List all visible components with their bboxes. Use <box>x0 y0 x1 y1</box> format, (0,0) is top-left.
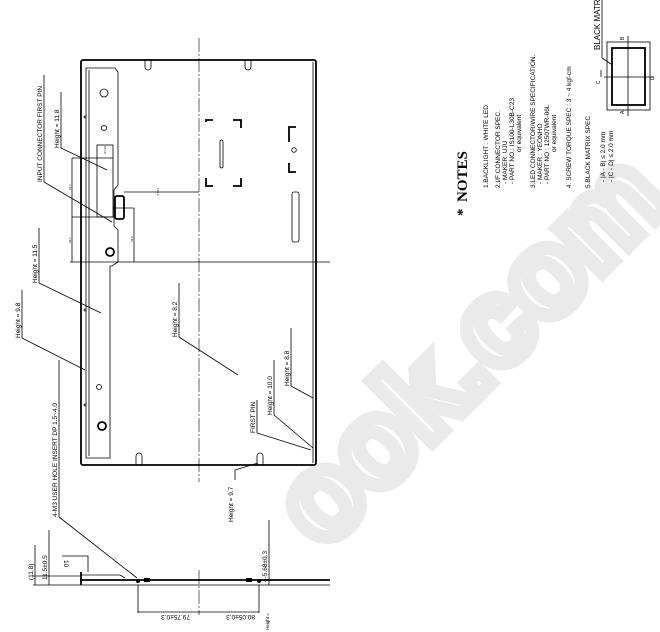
matrix-label-a: A <box>620 110 626 114</box>
height-11-5-label: Height = 11.5 <box>32 244 39 283</box>
panel-outline <box>71 59 317 466</box>
dim-79-75: 79.75±0.3 <box>161 613 190 620</box>
note-line: - MAKER : YEONHO <box>537 123 544 184</box>
height-eq-label: Height = <box>265 613 270 630</box>
user-hole-label: 4-M3 USER HOLE INSERT DP 1.5~4.0 <box>52 403 59 517</box>
note-line: - |A - B| ≤ 2.0 mm <box>600 132 607 182</box>
input-connector-first-pin-label: INPUT CONNECTOR FIRST PIN <box>37 86 44 182</box>
dim-10: 10 <box>62 560 69 568</box>
black-matrix-label: BLACK MATRIX <box>593 0 602 50</box>
note-line: or equivalent <box>516 115 523 152</box>
height-8-8-label: Height = 8.8 <box>284 350 291 386</box>
first-pin-label: FIRST PIN <box>250 401 257 433</box>
note-line: - |C - D| ≤ 2.0 mm <box>608 131 615 182</box>
dim-small-4: 160.2 <box>156 188 160 196</box>
dim-80-05: 80.05±0.3 <box>226 613 255 620</box>
watermark: ook.com <box>247 127 660 571</box>
note-line: 5.BLACK MATRIX SPEC <box>585 116 592 188</box>
height-10-0-label: Height = 10.0 <box>267 376 274 415</box>
height-11-8-label: Height = 11.8 <box>54 109 61 148</box>
height-8-2-label: Height = 8.2 <box>172 301 179 337</box>
matrix-label-b: B <box>620 36 626 40</box>
notes-block: * NOTES 1.BACKLIGHT : WHITE LED 2.I/F CO… <box>455 54 615 216</box>
note-line: - PART NO : 12507WR-06L <box>544 104 551 184</box>
dim-11-5: 11.5±0.5 <box>42 555 49 580</box>
dim-small-1: 33.1 <box>68 184 72 190</box>
note-line: 3.LED CONNECTOR/WIRE SPECIFICATION. <box>530 54 537 188</box>
dim-11-8: (11.8) <box>28 564 35 581</box>
note-line: or equivalent <box>551 115 558 152</box>
dim-small-3: 78.8 <box>130 236 134 242</box>
dim-5-68: 4-5.68±0.3 <box>262 551 269 582</box>
black-matrix-diagram <box>600 0 654 116</box>
note-line: 2.I/F CONNECTOR SPEC. <box>495 110 502 188</box>
notes-title: NOTES <box>455 151 471 202</box>
height-9-8-label: Height = 9.8 <box>15 302 22 338</box>
callout-leaders <box>21 75 314 579</box>
note-line: - MAKER: UJU <box>502 140 509 184</box>
note-line: 4. SCREW TORQUE SPEC : 3 ~ 4 kgf-cm <box>566 66 573 188</box>
dim-small-2: 69.7 <box>68 237 72 243</box>
note-line: - PART NO.: IS100-L30B-C23 <box>509 98 516 184</box>
matrix-label-c: C <box>596 80 602 84</box>
note-line: 1.BACKLIGHT : WHITE LED <box>483 105 490 188</box>
height-9-7-label: Height = 9.7 <box>228 486 235 522</box>
dim-small-5: 18.18 <box>103 146 107 154</box>
notes-bullet: * <box>455 209 471 217</box>
side-view <box>33 520 330 615</box>
matrix-label-d: D <box>650 76 656 80</box>
